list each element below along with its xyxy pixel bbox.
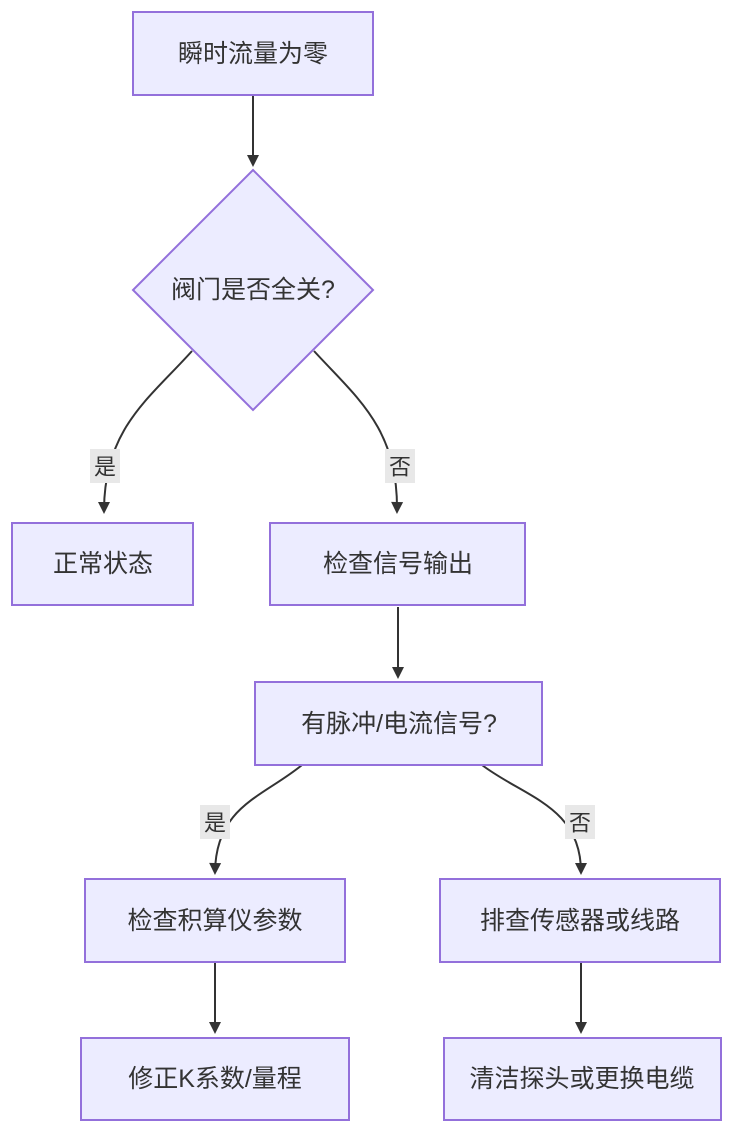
node-label: 检查积算仪参数 bbox=[127, 907, 302, 935]
node-label: 瞬时流量为零 bbox=[178, 40, 328, 68]
node-label: 检查信号输出 bbox=[323, 550, 473, 578]
edge-label-text: 否 bbox=[389, 455, 411, 480]
node-label: 修正K系数/量程 bbox=[128, 1065, 302, 1093]
nodes: 瞬时流量为零 阀门是否全关? 正常状态 检查信号输出 有脉冲/电流信号? 检查积… bbox=[11, 11, 722, 1121]
node-clean-probe-replace-cable: 清洁探头或更换电缆 bbox=[443, 1037, 722, 1121]
node-valve-fully-closed-decision: 阀门是否全关? bbox=[131, 168, 375, 412]
edge-label-text: 否 bbox=[569, 811, 591, 836]
node-label: 有脉冲/电流信号? bbox=[301, 710, 497, 738]
node-diamond bbox=[131, 168, 375, 412]
edge-label-bg bbox=[565, 805, 595, 839]
node-box bbox=[439, 878, 721, 963]
edge-label-text: 是 bbox=[204, 811, 226, 836]
edge-valve-no-to-signal bbox=[313, 350, 404, 514]
node-label: 正常状态 bbox=[53, 550, 153, 578]
node-label: 清洁探头或更换电缆 bbox=[469, 1065, 694, 1093]
edge-label-pulse-no: 否 bbox=[565, 805, 595, 839]
edge-label-bg bbox=[385, 449, 415, 483]
node-box bbox=[132, 11, 374, 96]
node-normal-state: 正常状态 bbox=[11, 522, 194, 606]
edge-label-valve-yes: 是 bbox=[90, 449, 120, 483]
node-correct-kfactor-range: 修正K系数/量程 bbox=[80, 1037, 350, 1121]
edge-label-text: 是 bbox=[94, 455, 116, 480]
node-label: 阀门是否全关? bbox=[171, 276, 335, 304]
edge-label-bg bbox=[90, 449, 120, 483]
node-box bbox=[11, 522, 194, 606]
edge-pulse-no-to-sensor bbox=[481, 764, 587, 875]
edge-pulse-yes-to-totalizer bbox=[209, 764, 303, 875]
edge-label-valve-no: 否 bbox=[385, 449, 415, 483]
node-box bbox=[80, 1037, 350, 1121]
node-check-totalizer-params: 检查积算仪参数 bbox=[84, 878, 346, 963]
node-box bbox=[84, 878, 346, 963]
node-box bbox=[254, 681, 543, 766]
node-check-signal-output: 检查信号输出 bbox=[269, 522, 526, 606]
node-box bbox=[443, 1037, 722, 1121]
node-pulse-current-signal-decision: 有脉冲/电流信号? bbox=[254, 681, 543, 766]
edge-label-pulse-yes: 是 bbox=[200, 805, 230, 839]
node-box bbox=[269, 522, 526, 606]
node-inspect-sensor-or-wiring: 排查传感器或线路 bbox=[439, 878, 721, 963]
node-instant-flow-zero: 瞬时流量为零 bbox=[132, 11, 374, 96]
edge-valve-yes-to-normal bbox=[98, 350, 193, 514]
node-label: 排查传感器或线路 bbox=[480, 907, 680, 935]
edge-labels: 是 否 是 否 bbox=[90, 449, 595, 839]
edge-label-bg bbox=[200, 805, 230, 839]
